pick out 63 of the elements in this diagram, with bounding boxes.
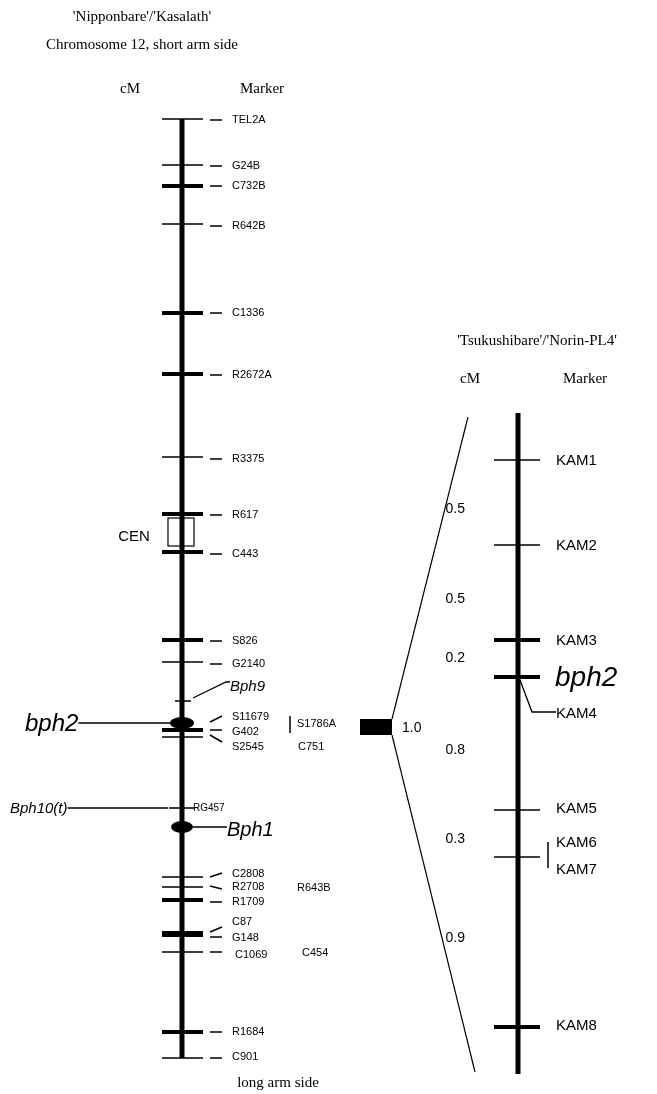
marker-label: R2672A: [232, 368, 272, 382]
marker-label: S2545: [232, 740, 264, 754]
leader-line: [192, 681, 231, 699]
leader-line: [192, 826, 228, 828]
locus-ellipse: [171, 821, 193, 833]
marker-label: C87: [232, 915, 253, 929]
leader-line: [77, 722, 171, 724]
distance-label: 0.9: [445, 928, 465, 946]
marker-label: S1786A: [297, 717, 337, 731]
leader-line: [519, 679, 557, 713]
heading-text: 'Nipponbare'/'Kasalath': [72, 7, 212, 25]
marker-label: G2140: [232, 657, 266, 671]
marker-label: RG457: [193, 802, 225, 814]
marker-label: G148: [232, 931, 259, 945]
marker-label: R643B: [297, 881, 331, 895]
marker-label: KAM4: [556, 704, 597, 722]
marker-label: C732B: [232, 179, 266, 193]
heading-text: cM: [120, 79, 140, 97]
marker-label: KAM8: [556, 1016, 597, 1034]
distance-label: 0.8: [445, 740, 465, 758]
marker-label: G402: [232, 725, 259, 739]
marker-label: S11679: [232, 710, 270, 724]
marker-label: KAM2: [556, 536, 597, 554]
marker-label: R3375: [232, 452, 265, 466]
marker-label: C454: [302, 946, 329, 960]
marker-label: C751: [298, 740, 325, 754]
marker-label: 1.0: [402, 718, 422, 736]
centromere-label: CEN: [118, 527, 150, 545]
marker-label: R2708: [232, 880, 265, 894]
distance-label: 0.5: [445, 499, 465, 517]
gene-label: Bph9: [230, 677, 266, 695]
marker-label: KAM6: [556, 833, 597, 851]
gene-label: Bph1: [227, 817, 274, 841]
heading-text: cM: [460, 369, 480, 387]
gene-label: Bph10(t): [10, 799, 68, 817]
marker-label: R642B: [232, 219, 266, 233]
distance-label: 0.5: [445, 589, 465, 607]
marker-label: R1684: [232, 1025, 265, 1039]
marker-label: C443: [232, 547, 259, 561]
distance-label: 0.3: [445, 829, 465, 847]
marker-label: R1709: [232, 895, 265, 909]
leader-line: [66, 807, 169, 809]
marker-label: KAM1: [556, 451, 597, 469]
heading-text: Chromosome 12, short arm side: [45, 35, 239, 53]
marker-label: C1069: [235, 948, 268, 962]
heading-text: Marker: [562, 369, 608, 387]
marker-label: KAM3: [556, 631, 597, 649]
marker-label: TEL2A: [232, 113, 266, 127]
marker-label: KAM7: [556, 860, 597, 878]
gene-label: bph2: [555, 660, 618, 694]
heading-text: long arm side: [237, 1073, 319, 1091]
marker-label: G24B: [232, 159, 261, 173]
heading-text: 'Tsukushibare'/'Norin-PL4': [457, 331, 617, 349]
distance-label: 0.2: [445, 648, 465, 666]
marker-label: R617: [232, 508, 259, 522]
heading-text: Marker: [239, 79, 285, 97]
marker-label: C2808: [232, 867, 265, 881]
marker-label: KAM5: [556, 799, 597, 817]
locus-ellipse: [170, 717, 194, 729]
gene-label: bph2: [25, 708, 79, 738]
marker-label: C901: [232, 1050, 259, 1064]
marker-label: C1336: [232, 306, 265, 320]
marker-label: S826: [232, 634, 258, 648]
